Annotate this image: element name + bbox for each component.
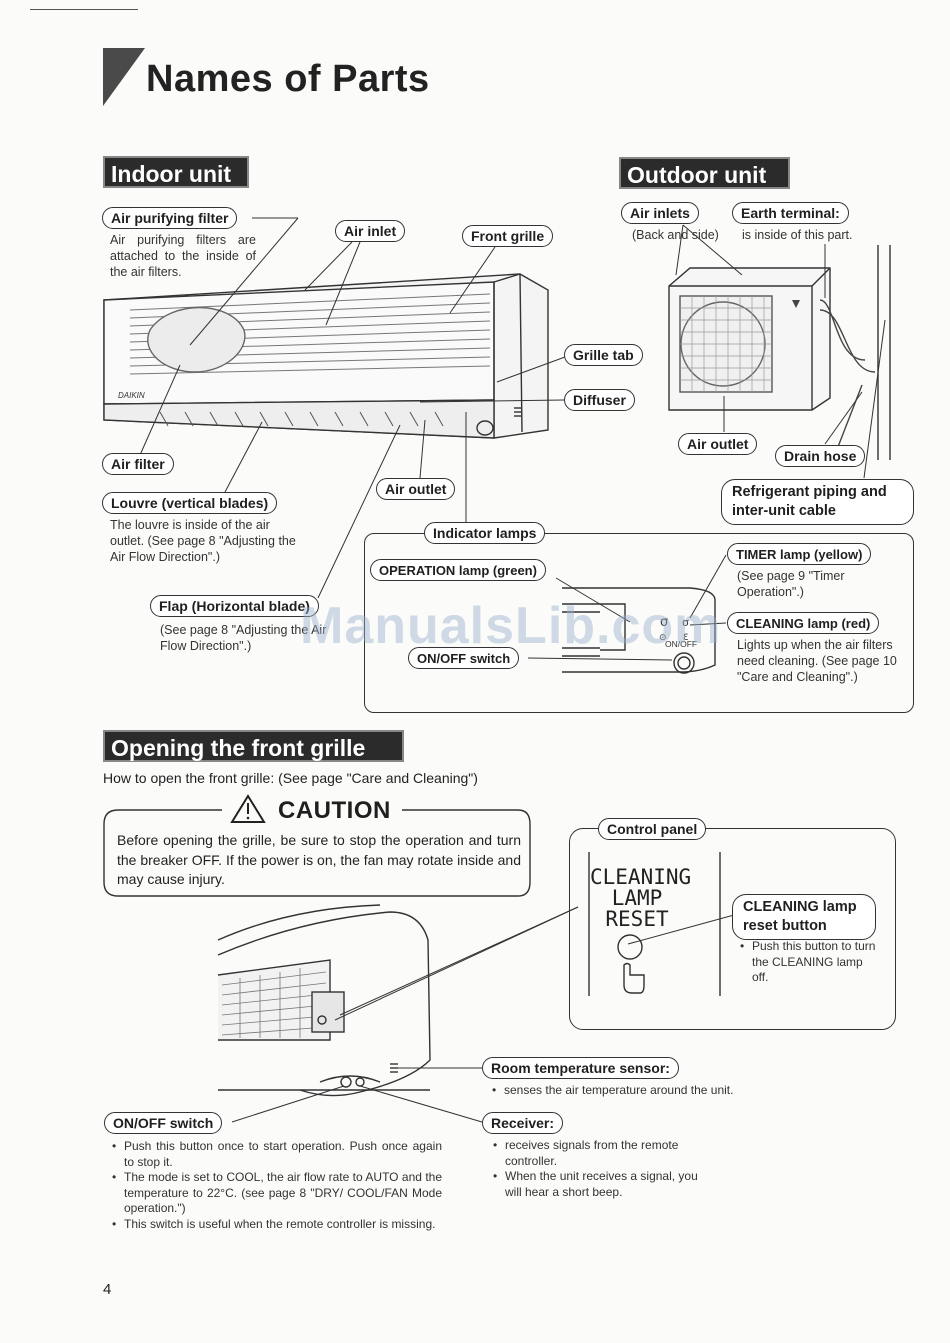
svg-text:σ: σ xyxy=(682,616,689,629)
refrigerant-piping-label: Refrigerant piping and inter-unit cable xyxy=(721,479,914,525)
onoff-small-label: ON/OFF xyxy=(665,639,698,649)
outdoor-unit-drawing xyxy=(668,245,891,461)
control-panel-drawing xyxy=(588,852,721,996)
control-panel-box xyxy=(569,828,896,1030)
earth-terminal-note: is inside of this part. xyxy=(742,228,853,242)
opening-grille-heading: Opening the front grille xyxy=(103,730,404,762)
top-rule xyxy=(30,9,138,10)
grille-tab-label: Grille tab xyxy=(564,344,643,366)
indicator-onoff-switch-label: ON/OFF switch xyxy=(408,647,520,669)
watermark: ManualsLib.com xyxy=(300,597,722,655)
onoff-bullet: Push this button once to start operation… xyxy=(110,1139,442,1170)
front-grille-label: Front grille xyxy=(462,225,554,247)
caution-text: Before opening the grille, be sure to st… xyxy=(117,832,521,887)
svg-text:Ɛ: Ɛ xyxy=(683,633,689,643)
panel-lamp-text: LAMP xyxy=(611,886,663,910)
indicator-lamps-box xyxy=(364,533,914,713)
page-title: Names of Parts xyxy=(146,58,430,100)
air-filter-label: Air filter xyxy=(102,453,174,475)
flap-label: Flap (Horizontal blade) xyxy=(150,595,319,617)
onoff-switch-bullets: Push this button once to start operation… xyxy=(110,1139,442,1232)
reset-button-label: CLEANING lamp reset button xyxy=(732,894,876,940)
room-sensor-label: Room temperature sensor: xyxy=(482,1057,679,1079)
caution-frame xyxy=(103,809,531,897)
indicator-lamps-label: Indicator lamps xyxy=(424,522,546,544)
diffuser-label: Diffuser xyxy=(564,389,635,411)
onoff-bullet: This switch is useful when the remote co… xyxy=(110,1217,442,1233)
timer-lamp-label: TIMER lamp (yellow) xyxy=(727,543,872,565)
cleaning-lamp-reset-button[interactable] xyxy=(618,935,642,959)
timer-lamp-note: (See page 9 "Timer Operation".) xyxy=(737,569,845,599)
reset-button-bullets: Push this button to turn the CLEANING la… xyxy=(738,939,880,986)
air-inlets-note: (Back and side) xyxy=(632,228,719,242)
air-purifying-filter-label: Air purifying filter xyxy=(102,207,238,229)
control-panel-label: Control panel xyxy=(598,818,707,840)
indoor-unit-drawing xyxy=(103,273,549,439)
outdoor-air-outlet-label: Air outlet xyxy=(678,433,758,455)
reset-button-bullet: Push this button to turn the CLEANING la… xyxy=(738,939,880,986)
indicator-panel-drawing xyxy=(562,587,716,674)
onoff-switch-label: ON/OFF switch xyxy=(104,1112,223,1134)
onoff-bullet: The mode is set to COOL, the air flow ra… xyxy=(110,1170,442,1217)
air-outlet-label: Air outlet xyxy=(376,478,456,500)
grille-open-drawing xyxy=(217,904,431,1097)
outdoor-unit-heading: Outdoor unit xyxy=(619,157,790,189)
caution-warning-icon xyxy=(230,794,266,823)
panel-cleaning-text: CLEANING xyxy=(590,865,692,889)
receiver-bullet: When the unit receives a signal, you wil… xyxy=(491,1169,713,1200)
title-triangle-mark xyxy=(103,48,145,106)
receiver-bullet: receives signals from the remote control… xyxy=(491,1138,713,1169)
louvre-note: The louvre is inside of the air outlet. … xyxy=(110,518,296,564)
room-sensor-bullet: senses the air temperature around the un… xyxy=(490,1083,790,1099)
page-number: 4 xyxy=(103,1281,112,1298)
room-sensor-bullets: senses the air temperature around the un… xyxy=(490,1083,790,1099)
indicator-leader-lines xyxy=(527,554,727,661)
earth-terminal-label: Earth terminal: xyxy=(732,202,849,224)
panel-reset-text: RESET xyxy=(605,907,669,931)
cleaning-lamp-note: Lights up when the air filters need clea… xyxy=(737,638,897,684)
drain-hose-label: Drain hose xyxy=(775,445,866,467)
receiver-bullets: receives signals from the remote control… xyxy=(491,1138,713,1200)
caution-title: CAUTION xyxy=(278,797,391,824)
cleaning-lamp-label: CLEANING lamp (red) xyxy=(727,612,880,634)
svg-text:σ: σ xyxy=(660,615,668,630)
louvre-label: Louvre (vertical blades) xyxy=(102,492,278,514)
indoor-unit-heading: Indoor unit xyxy=(103,156,249,188)
air-inlet-label: Air inlet xyxy=(335,220,406,242)
air-inlets-label: Air inlets xyxy=(621,202,699,224)
grille-leader-lines xyxy=(231,906,735,1123)
indoor-leader-lines xyxy=(139,217,566,599)
how-to-open-text: How to open the front grille: (See page … xyxy=(103,770,478,786)
operation-lamp-label: OPERATION lamp (green) xyxy=(370,559,546,581)
svg-text:⊙: ⊙ xyxy=(659,633,667,643)
indoor-brand-logo: DAIKIN xyxy=(118,391,145,400)
receiver-label: Receiver: xyxy=(482,1112,564,1134)
outdoor-leader-lines xyxy=(675,224,886,479)
air-purifying-filter-note: Air purifying filters are attached to th… xyxy=(110,233,256,279)
flap-note: (See page 8 "Adjusting the Air Flow Dire… xyxy=(160,623,327,653)
